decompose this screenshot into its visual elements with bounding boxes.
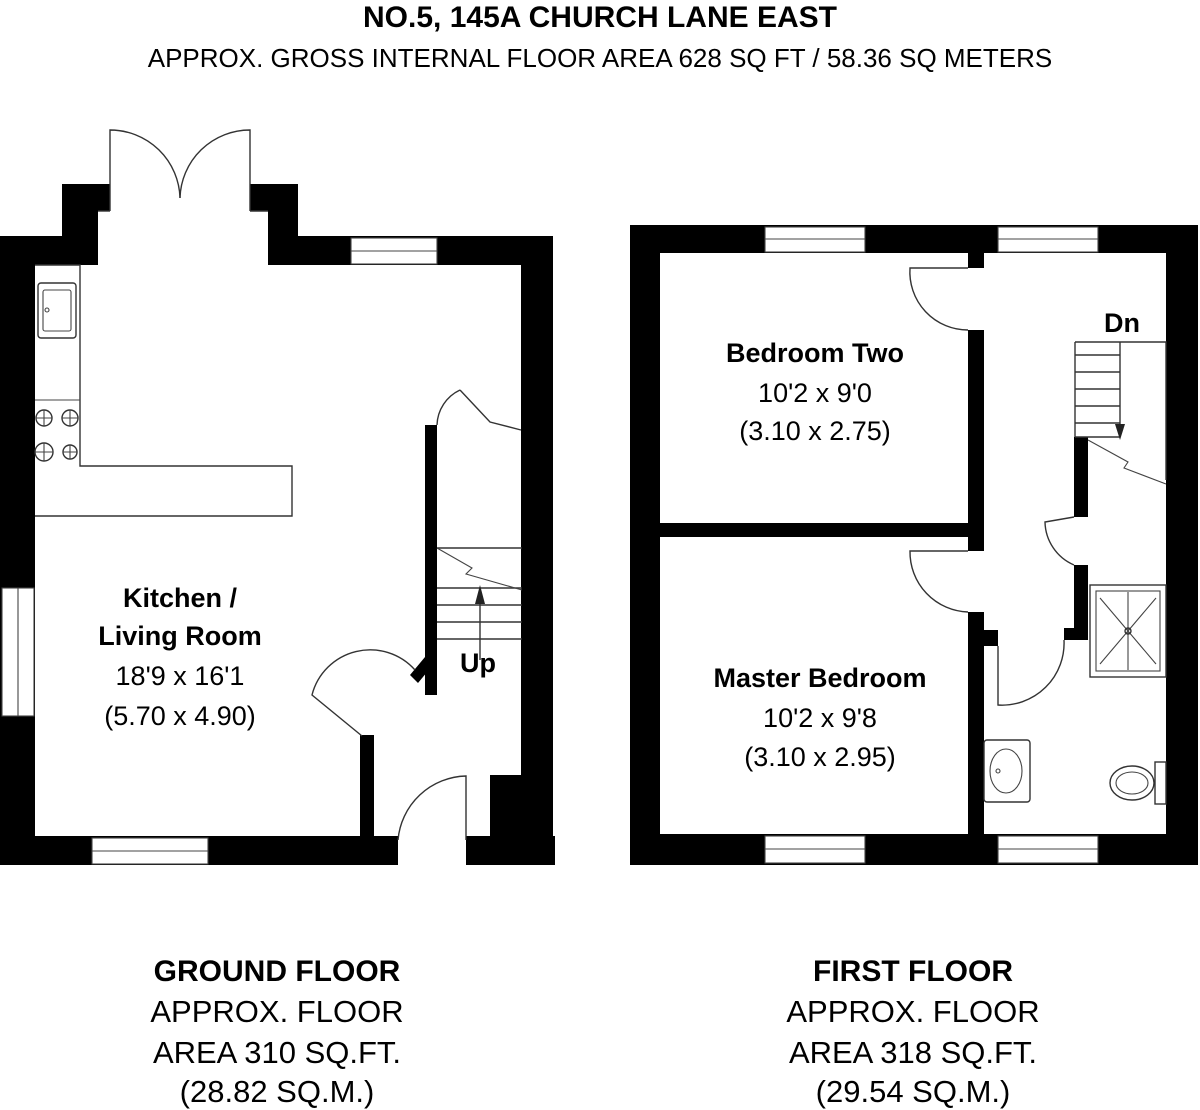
bedroom-two-name: Bedroom Two — [726, 338, 904, 368]
door-swing-icon — [997, 639, 1065, 706]
ground-floor-area-line1: APPROX. FLOOR — [150, 994, 403, 1029]
ground-floor-windows — [1, 237, 466, 866]
door-swing-icon — [311, 649, 416, 737]
first-floor-windows — [764, 226, 1099, 864]
first-floor-summary: FIRST FLOOR APPROX. FLOOR AREA 318 SQ.FT… — [786, 955, 1039, 1109]
stairs-up-label: Up — [460, 648, 496, 678]
ground-stairs: Up — [436, 547, 523, 678]
stairs-down-label: Dn — [1104, 308, 1140, 338]
kitchen-name-line2: Living Room — [98, 621, 262, 651]
ground-floor-area-line2: AREA 310 SQ.FT. — [153, 1035, 401, 1070]
master-bedroom-dimensions-metric: (3.10 x 2.95) — [744, 742, 896, 772]
plan-title: NO.5, 145A CHURCH LANE EAST — [363, 1, 837, 34]
bedroom-two-dimensions-imperial: 10'2 x 9'0 — [758, 378, 872, 408]
door-swing-icon — [909, 267, 969, 331]
door-swing-icon — [909, 550, 969, 613]
first-floor-name: FIRST FLOOR — [813, 955, 1013, 988]
ground-floor-plan: Up Kitchen / Living Room 18'9 x 16'1 (5.… — [0, 129, 555, 866]
ground-floor-summary: GROUND FLOOR APPROX. FLOOR AREA 310 SQ.F… — [150, 955, 403, 1109]
shower-icon — [1089, 584, 1167, 678]
master-bedroom-dimensions-imperial: 10'2 x 9'8 — [763, 703, 877, 733]
door-swing-icon — [397, 775, 467, 841]
first-floor-plan: Dn — [630, 225, 1198, 865]
kitchen-name-line1: Kitchen / — [123, 583, 238, 613]
ground-floor-name: GROUND FLOOR — [154, 955, 401, 988]
plan-subtitle: APPROX. GROSS INTERNAL FLOOR AREA 628 SQ… — [148, 43, 1053, 73]
bedroom-two-dimensions-metric: (3.10 x 2.75) — [739, 416, 891, 446]
toilet-icon — [1109, 761, 1167, 805]
first-floor-walls — [630, 225, 1198, 865]
kitchen-dimensions-metric: (5.70 x 4.90) — [104, 701, 256, 731]
ground-floor-area-line3: (28.82 SQ.M.) — [180, 1074, 375, 1109]
hob-icon — [34, 409, 79, 462]
sink-icon — [37, 282, 77, 339]
kitchen-worktop — [34, 264, 293, 517]
french-doors-icon — [98, 129, 268, 214]
kitchen-dimensions-imperial: 18'9 x 16'1 — [116, 661, 245, 691]
first-floor-area-line3: (29.54 SQ.M.) — [816, 1074, 1011, 1109]
basin-icon — [983, 739, 1031, 803]
door-swing-icon — [436, 389, 522, 431]
first-stairs: Dn — [1074, 308, 1167, 485]
door-swing-icon — [1044, 516, 1075, 566]
first-floor-area-line1: APPROX. FLOOR — [786, 994, 1039, 1029]
ground-floor-walls — [0, 184, 555, 865]
master-bedroom-name: Master Bedroom — [713, 663, 926, 693]
first-floor-area-line2: AREA 318 SQ.FT. — [789, 1035, 1037, 1070]
